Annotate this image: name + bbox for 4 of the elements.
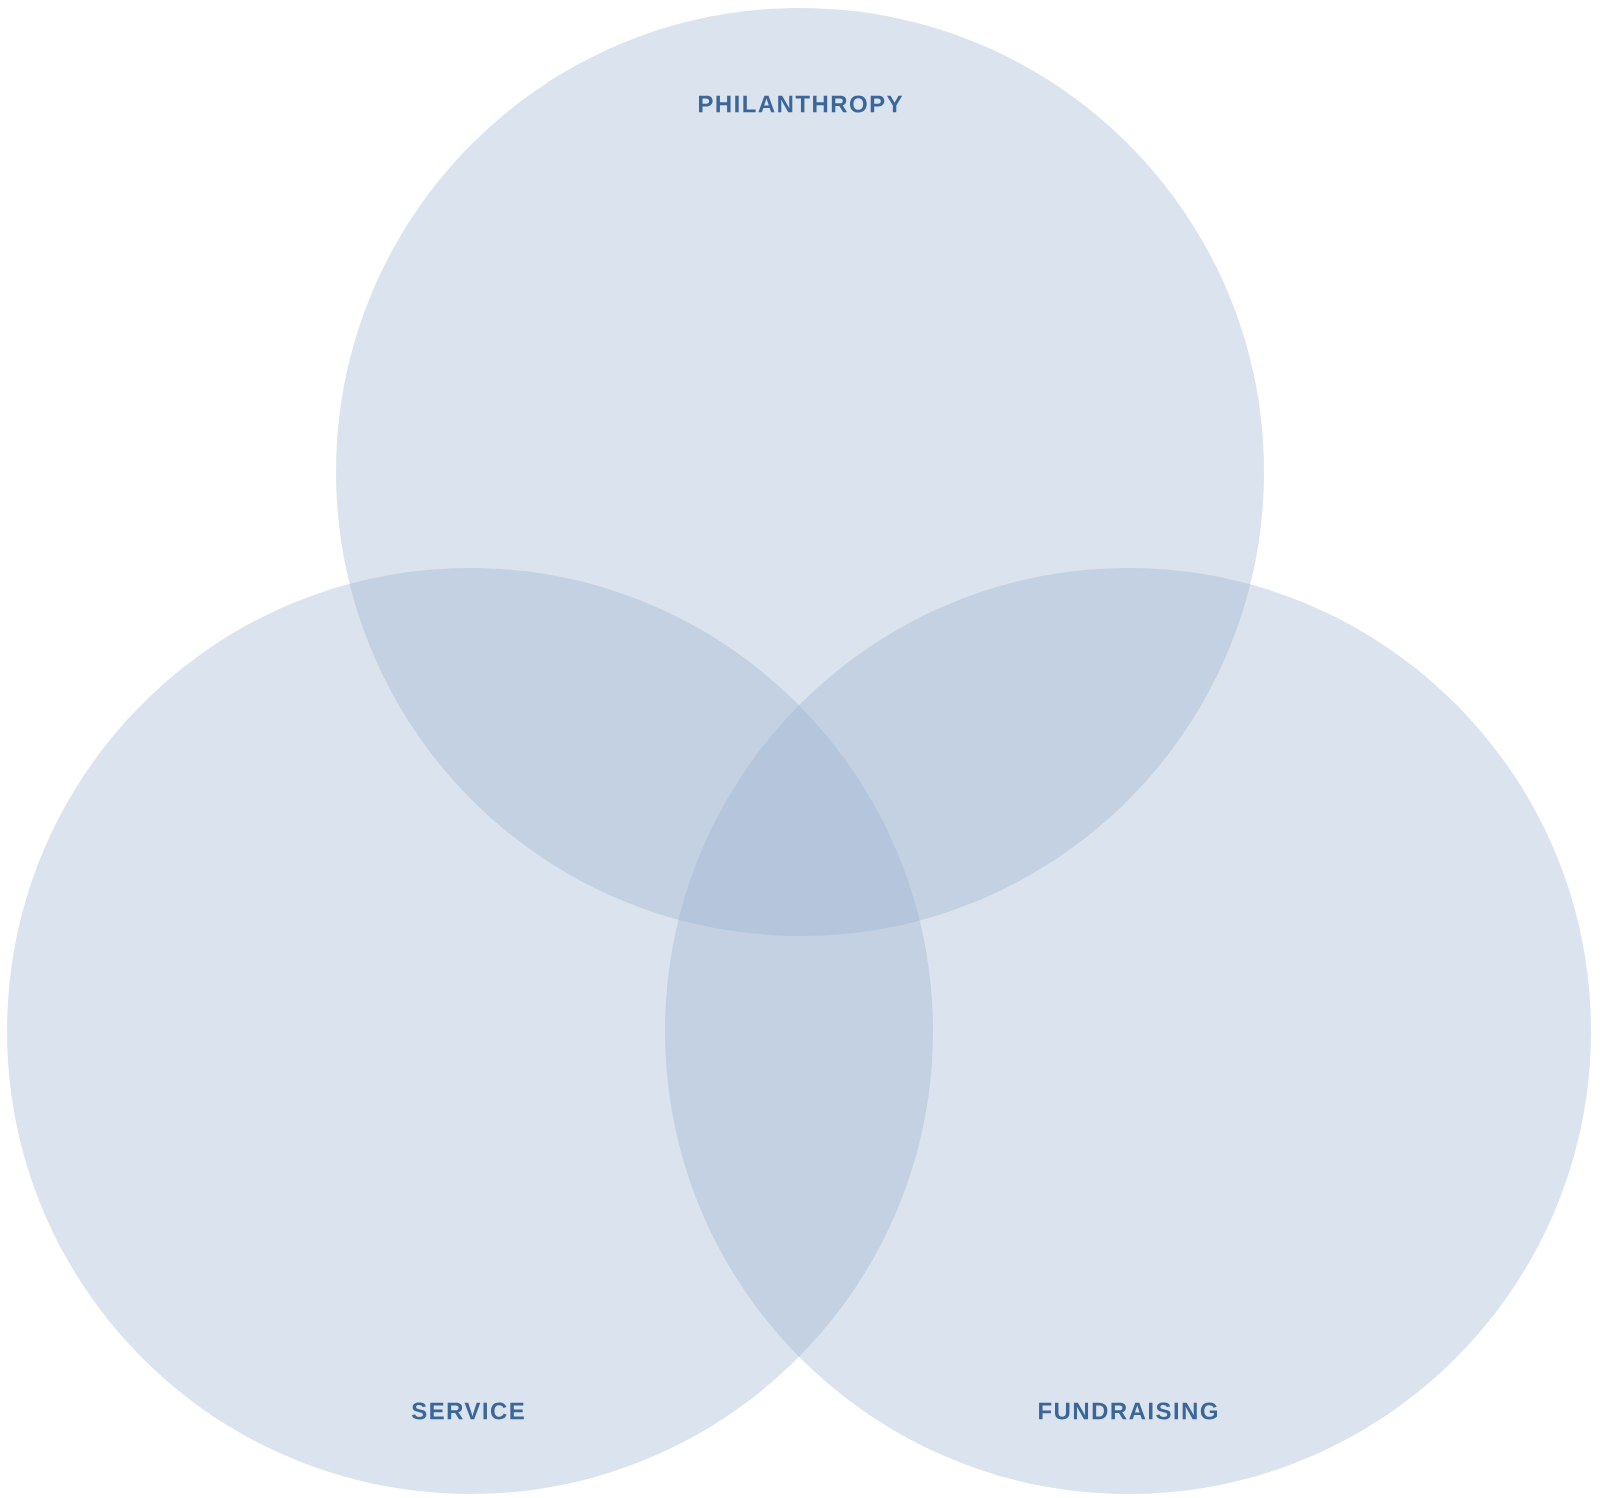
venn-circle (665, 568, 1591, 1494)
circle-label: PHILANTHROPY (699, 95, 903, 113)
circle-label: SERVICE (411, 1402, 524, 1420)
circle-label: FUNDRAISING (1039, 1402, 1217, 1420)
